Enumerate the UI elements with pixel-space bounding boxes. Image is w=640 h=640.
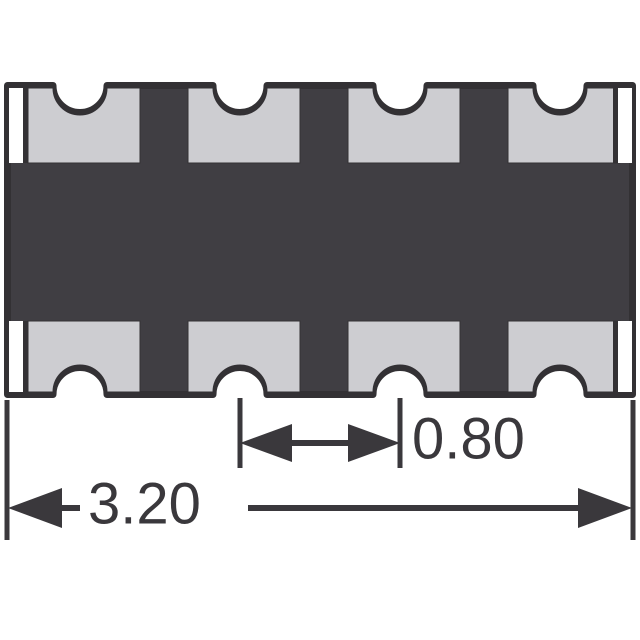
terminal-pad-bottom-4: [507, 320, 621, 393]
arrowhead-pitch-left: [240, 424, 292, 462]
end-cap-rule-left-inner-bottom: [23, 321, 28, 392]
end-cap-gap-right-bottom: [618, 321, 632, 392]
dimension-label-pitch: 0.80: [412, 406, 525, 471]
terminal-pads-top: [27, 87, 621, 164]
terminal-pad-bottom-2: [187, 320, 301, 393]
end-cap-rule-left-inner-top: [23, 88, 28, 163]
package-body: [4, 82, 636, 398]
dimension-pitch-080: 0.80: [237, 398, 525, 471]
terminal-pad-top-4: [507, 87, 621, 164]
terminal-pad-bottom-1: [27, 320, 141, 393]
end-cap-rule-right-inner-top: [613, 88, 618, 163]
dimension-label-length: 3.20: [88, 471, 201, 536]
terminal-pads-bottom: [27, 320, 621, 393]
package-body-group: [4, 82, 636, 398]
arrowhead-length-right: [578, 488, 632, 528]
dimension-length-320: 3.20: [4, 400, 636, 540]
end-cap-gap-right-top: [618, 88, 632, 163]
arrowhead-length-left: [8, 488, 62, 528]
end-cap-gap-left-bottom: [9, 321, 23, 392]
end-cap-gaps: [9, 88, 632, 392]
terminal-pad-top-2: [187, 87, 301, 164]
arrowhead-pitch-right: [348, 424, 400, 462]
end-cap-rule-right-inner-bottom: [613, 321, 618, 392]
terminal-pad-bottom-3: [347, 320, 461, 393]
terminal-pad-top-1: [27, 87, 141, 164]
terminal-pad-top-3: [347, 87, 461, 164]
end-cap-gap-left-top: [9, 88, 23, 163]
